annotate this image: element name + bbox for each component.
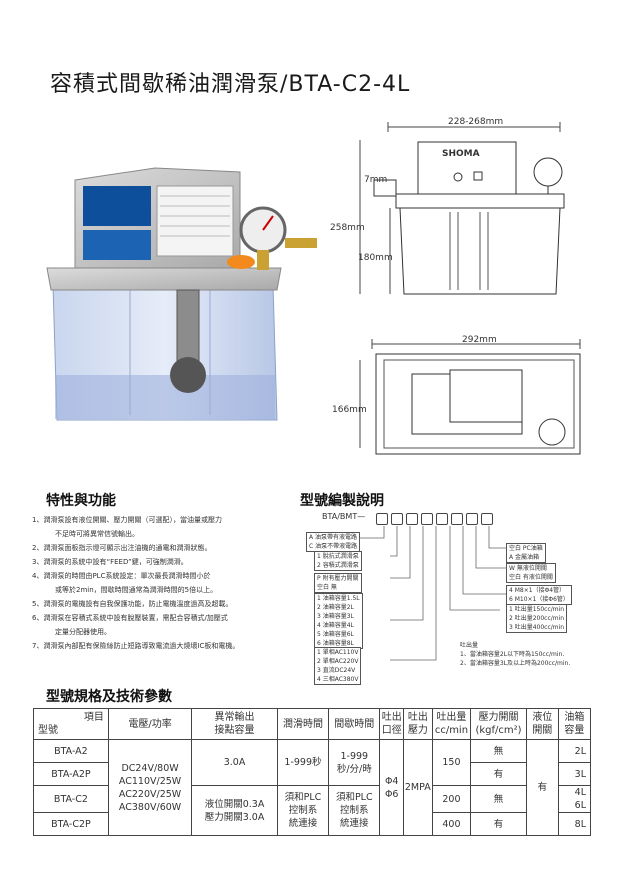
header-item-model: 項目 型號 <box>33 708 109 740</box>
dim-width-range: 228-268mm <box>448 117 503 127</box>
model-cell: BTA-A2P <box>33 762 109 786</box>
feature-line: 5、潤滑泵的電機設有自我保護功能，防止電機溫度過高及超載。 <box>32 600 233 608</box>
header-lube-time: 潤滑時間 <box>276 708 330 740</box>
code-slot <box>421 513 433 525</box>
header-voltage: 電壓/功率 <box>107 708 193 740</box>
voltage-cell: DC24V/80W AC110V/25W AC220V/25W AC380V/6… <box>107 739 193 836</box>
features-list: 1、潤滑泵設有液位開關、壓力開關（可選配），當油量或壓力 不足時可將異常信號輸出… <box>32 513 292 653</box>
code-slot <box>436 513 448 525</box>
spec-table: 項目 型號 電壓/功率 異常輸出 接點容量 潤滑時間 間歇時間 吐出 口徑 吐出… <box>33 708 592 836</box>
pswitch-cell: 無 <box>470 785 527 813</box>
feature-line: 6、潤滑泵在容積式系統中設有脫壓裝置，需配合容積式/加壓式 <box>32 614 228 622</box>
lube-cell-a: 1-999秒 <box>276 739 330 786</box>
model-code-slots <box>376 510 496 529</box>
features-heading: 特性與功能 <box>46 493 116 509</box>
model-code-heading: 型號編製說明 <box>300 493 384 509</box>
code-group-pressure: P 附有壓力開關空白 無 <box>314 573 362 593</box>
feature-line: 7、潤滑泵內部配有保險絲防止短路導致電流過大燒壞IC板和電機。 <box>32 642 240 650</box>
tank-cell: 3L <box>557 762 592 786</box>
front-view-drawing: 228-268mm SHOMA 258mm 180mm 7mm <box>330 117 565 295</box>
header-pswitch: 壓力開關 (kgf/cm²) <box>470 708 527 740</box>
model-code-leaders <box>360 526 506 661</box>
brand-label: SHOMA <box>442 149 480 159</box>
feature-line: 4、潤滑泵的時間由PLC系統設定：單次最長潤滑時間小於 <box>32 572 211 580</box>
header-outlet: 吐出 口徑 <box>379 708 404 740</box>
tank-cell: 2L <box>557 739 592 763</box>
code-slot <box>466 513 478 525</box>
feature-line: 1、潤滑泵設有液位開關、壓力開關（可選配），當油量或壓力 <box>32 516 222 524</box>
flow-note: 吐出量 1、當油箱容量2L以下時為150cc/min. 2、當油箱容量3L及以上… <box>460 642 571 667</box>
feature-line: 或等於2min，間歇時間通常為潤滑時間的5倍以上。 <box>55 586 218 594</box>
interval-cell-a: 1-999 秒/分/時 <box>328 739 381 786</box>
flow-cell: 200 <box>431 785 472 813</box>
header-flow: 吐出量 cc/min <box>431 708 472 740</box>
pswitch-cell: 有 <box>470 812 527 836</box>
flow-cell: 150 <box>431 739 472 786</box>
feature-line: 3、潤滑泵的系統中設有“FEED”鍵，可強制潤滑。 <box>32 558 188 566</box>
feature-line: 定量分配器使用。 <box>55 628 111 636</box>
pswitch-cell: 有 <box>470 762 527 786</box>
interval-cell-c: 須和PLC 控制系 統連接 <box>328 785 381 836</box>
alarm-cell-c: 液位開關0.3A 壓力開關3.0A <box>191 785 278 836</box>
header-level: 液位 開關 <box>525 708 559 740</box>
spec-heading: 型號規格及技術參數 <box>46 689 172 705</box>
pressure-cell: 2MPA <box>402 739 433 836</box>
outlet-cell: Φ4 Φ6 <box>379 739 404 836</box>
model-prefix: BTA/BMT— <box>322 512 366 521</box>
flow-cell: 400 <box>431 812 472 836</box>
lube-cell-c: 須和PLC 控制系 統連接 <box>276 785 330 836</box>
model-cell: BTA-A2 <box>33 739 109 763</box>
code-slot <box>391 513 403 525</box>
feature-line: 2、潤滑泵面板指示燈可顯示出注油機的通電和潤滑狀態。 <box>32 544 212 552</box>
alarm-cell-a: 3.0A <box>191 739 278 786</box>
model-cell: BTA-C2P <box>33 812 109 836</box>
code-group-level: W 無液位開關空白 有液位開關 <box>506 563 556 583</box>
code-slot <box>481 513 493 525</box>
header-interval: 間歇時間 <box>328 708 381 740</box>
page-title: 容積式間歇稀油潤滑泵/BTA-C2-4L <box>50 72 411 97</box>
dim-top-offset: 7mm <box>364 175 387 185</box>
header-tank: 油箱 容量 <box>557 708 592 740</box>
top-view-drawing: 292mm 166mm <box>332 335 581 455</box>
feature-line: 不足時可將異常信號輸出。 <box>55 530 139 538</box>
pump-photo <box>46 167 317 421</box>
code-slot <box>406 513 418 525</box>
dim-height-total: 258mm <box>330 223 365 233</box>
dim-depth: 166mm <box>332 405 367 415</box>
dim-height-tank: 180mm <box>358 253 393 263</box>
dim-width-top: 292mm <box>462 335 497 345</box>
pswitch-cell: 無 <box>470 739 527 763</box>
code-slot <box>451 513 463 525</box>
model-cell: BTA-C2 <box>33 785 109 813</box>
code-slot <box>376 513 388 525</box>
level-cell: 有 <box>525 739 559 836</box>
tank-cell: 8L <box>557 812 592 836</box>
header-alarm: 異常輸出 接點容量 <box>191 708 278 740</box>
header-pressure: 吐出 壓力 <box>402 708 433 740</box>
